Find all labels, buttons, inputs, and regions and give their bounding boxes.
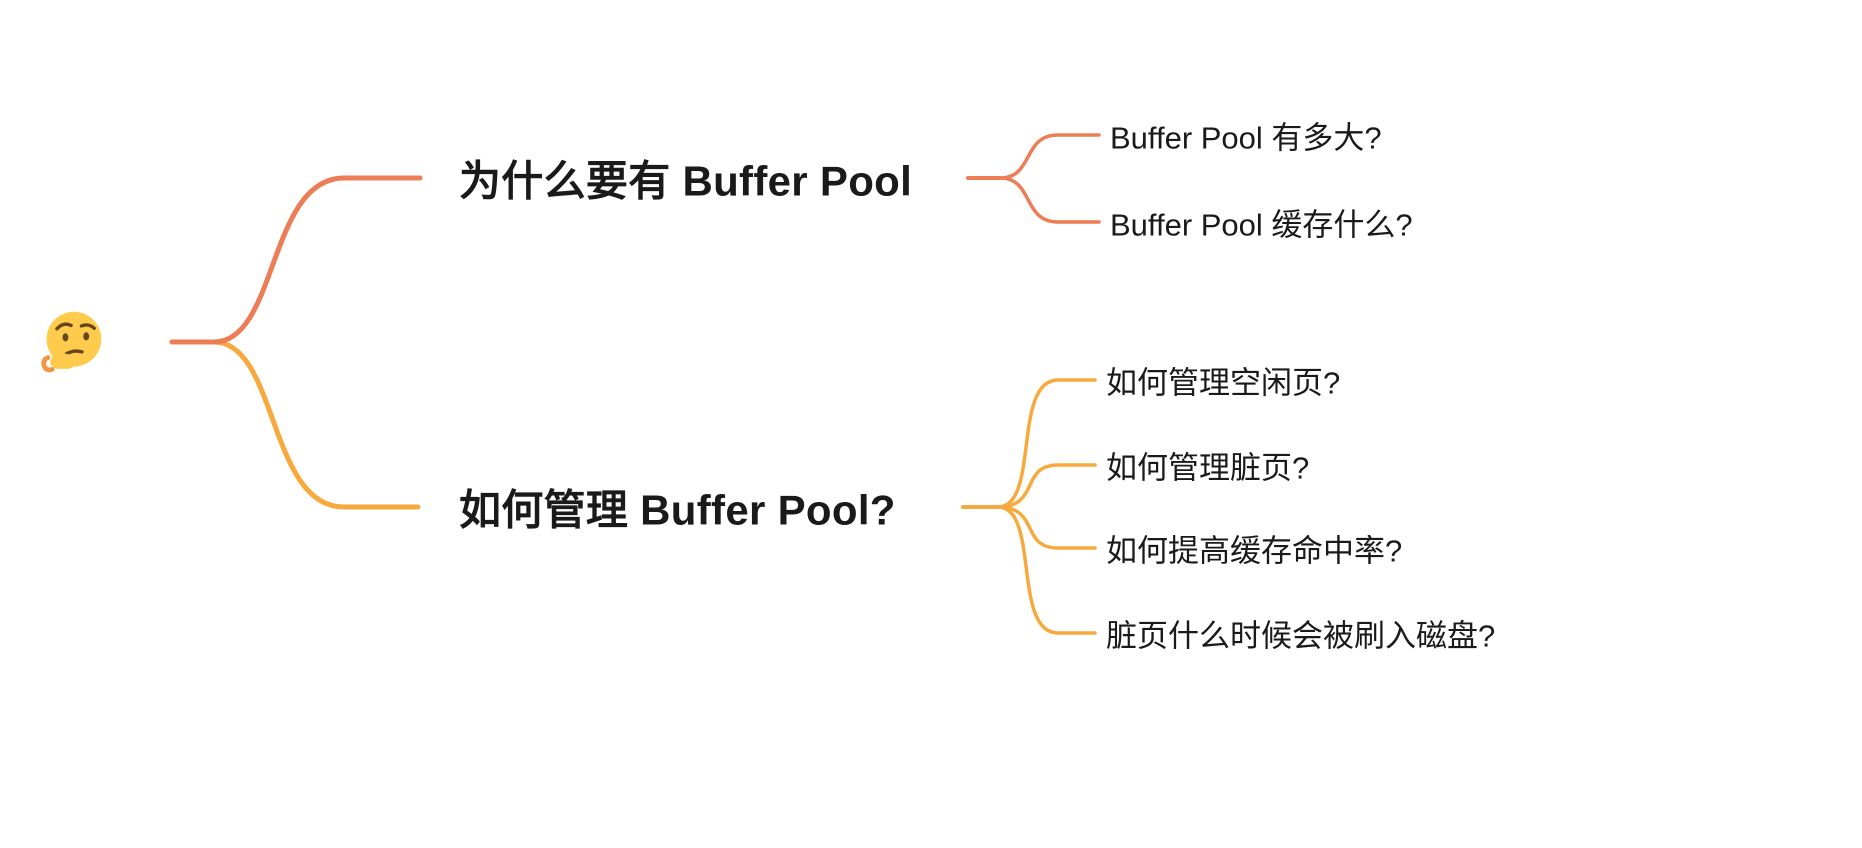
connector-bottom-child-1 [996,378,1097,509]
connector-bottom-child-4 [996,505,1097,635]
root-node[interactable] [39,308,107,376]
connector-top-child-1 [998,133,1101,180]
connector-bottom-child-3 [996,505,1097,550]
subtopic-dirty-page-flush-timing[interactable]: 脏页什么时候会被刷入磁盘? [1106,618,1496,654]
main-topic-why-buffer-pool[interactable]: 为什么要有 Buffer Pool [459,157,913,205]
connector-root-to-bottom-branch [169,339,421,510]
subtopic-buffer-pool-size[interactable]: Buffer Pool 有多大? [1110,120,1382,156]
connector-top-child-2 [998,176,1101,224]
subtopic-improve-cache-hit-rate[interactable]: 如何提高缓存命中率? [1106,533,1403,569]
subtopic-manage-free-pages[interactable]: 如何管理空闲页? [1106,365,1341,401]
thinking-face-emoji [41,311,102,373]
main-topic-manage-buffer-pool[interactable]: 如何管理 Buffer Pool? [459,486,896,534]
subtopic-manage-dirty-pages[interactable]: 如何管理脏页? [1106,450,1310,486]
connector-root-to-top-branch [169,175,423,345]
subtopic-buffer-pool-cache-what[interactable]: Buffer Pool 缓存什么? [1110,207,1413,243]
connector-bottom-child-2 [996,463,1097,509]
